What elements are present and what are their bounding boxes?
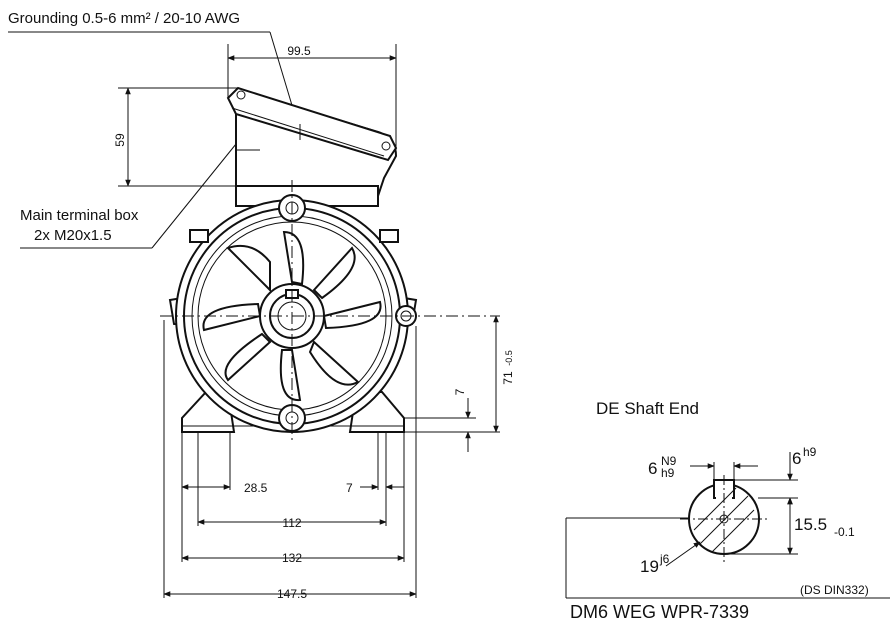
part-number-text: DM6 WEG WPR-7339	[570, 602, 749, 622]
shaft-standard-text: (DS DIN332)	[800, 583, 869, 597]
keyway-depth-tol: -0.1	[834, 525, 855, 539]
motor-end-view	[160, 180, 500, 440]
key-height-text: 6	[792, 449, 801, 468]
dim-foot-width-text: 132	[282, 551, 302, 565]
dimension-box-height: 59	[113, 87, 240, 187]
key-width-text: 6	[648, 459, 657, 478]
dim-shaft-height-text: 71	[501, 371, 515, 385]
dim-foot-offset-text: 28.5	[244, 481, 268, 495]
dim-box-height-text: 59	[113, 133, 127, 147]
dimension-foot-height: 7	[404, 388, 476, 452]
dimension-shaft-height: 71 -0.5	[404, 315, 515, 433]
key-height-fit: h9	[803, 445, 817, 459]
terminal-box-label-2: 2x M20x1.5	[34, 227, 112, 244]
key-width-fit-lower: h9	[661, 466, 675, 480]
dim-foot-slot-text: 7	[346, 481, 353, 495]
terminal-box	[226, 86, 398, 207]
shaft-end-detail: DE Shaft End 6 N9 h9 6 h9 15.5 -0.1	[565, 399, 890, 622]
dim-foot-height-text: 7	[453, 388, 467, 395]
grounding-callout: Grounding 0.5-6 mm² / 20-10 AWG	[8, 10, 301, 133]
grounding-label: Grounding 0.5-6 mm² / 20-10 AWG	[8, 10, 240, 27]
shaft-end-title: DE Shaft End	[596, 399, 699, 418]
dimension-box-width: 99.5	[227, 44, 397, 150]
fan-blades	[202, 230, 382, 402]
dim-overall-width-text: 147.5	[277, 587, 307, 601]
dim-shaft-height-tol: -0.5	[504, 350, 514, 366]
key-width-fit-upper: N9	[661, 454, 677, 468]
dim-box-width-text: 99.5	[287, 44, 311, 58]
terminal-box-callout: Main terminal box 2x M20x1.5	[20, 143, 237, 249]
terminal-box-label-1: Main terminal box	[20, 207, 139, 224]
diameter-text: 19	[640, 557, 659, 576]
keyway-depth-text: 15.5	[794, 515, 827, 534]
bottom-dimensions: 28.5 7 112 132 147.5	[163, 320, 417, 601]
dim-hole-spacing-text: 112	[282, 516, 301, 530]
diameter-fit: j6	[659, 552, 670, 566]
